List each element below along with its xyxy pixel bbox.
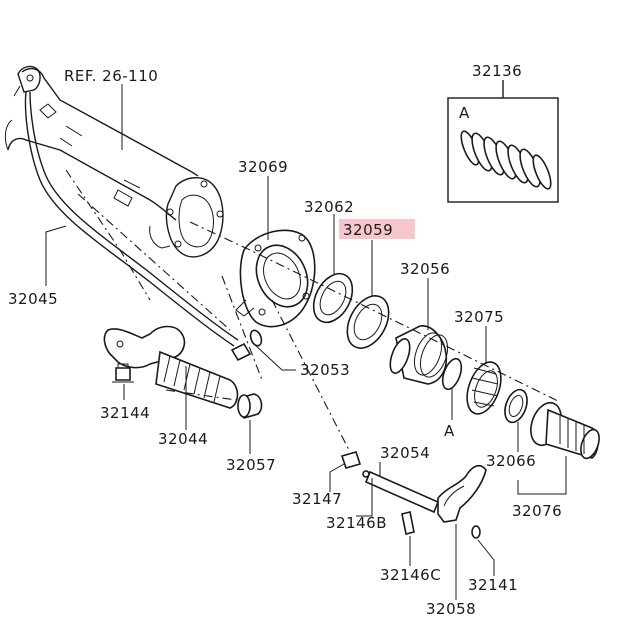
- part-32058-drawing: [437, 464, 487, 523]
- highlight-32059: [339, 219, 415, 239]
- ref-label: REF. 26-110: [64, 67, 158, 85]
- assembly-center-lines: [65, 169, 561, 453]
- part-32059-drawing: [346, 295, 390, 349]
- part-32054-drawing: [362, 470, 440, 514]
- part-32141-drawing: [471, 525, 481, 539]
- part-label-32057[interactable]: 32057: [226, 456, 276, 474]
- part-32066-drawing: [504, 388, 528, 424]
- group-letter-bottom: A: [444, 422, 455, 440]
- part-label-32076[interactable]: 32076: [512, 502, 562, 520]
- part-32069-drawing: [235, 229, 316, 328]
- vacuum-hose: [24, 91, 235, 347]
- part-label-32146b[interactable]: 32146B: [326, 514, 387, 532]
- part-32076-drawing: [530, 401, 600, 460]
- axle-housing-drawing: [4, 65, 224, 258]
- part-label-32066[interactable]: 32066: [486, 452, 536, 470]
- part-32044-drawing: [103, 325, 252, 409]
- part-label-32069[interactable]: 32069: [238, 158, 288, 176]
- part-32144-drawing: [112, 363, 134, 383]
- part-label-32058[interactable]: 32058: [426, 600, 476, 618]
- part-label-32141[interactable]: 32141: [468, 576, 518, 594]
- part-32136-box: [447, 80, 559, 203]
- part-label-32147[interactable]: 32147: [292, 490, 342, 508]
- part-32057-drawing: [237, 393, 263, 420]
- part-32053-drawing: [249, 329, 263, 347]
- part-label-32075[interactable]: 32075: [454, 308, 504, 326]
- part-32146b-drawing: [401, 511, 415, 535]
- part-label-32146c[interactable]: 32146C: [380, 566, 441, 584]
- part-32147-drawing: [340, 451, 362, 469]
- part-label-32044[interactable]: 32044: [158, 430, 208, 448]
- snap-ring-a-drawing: [441, 357, 463, 391]
- part-label-32053[interactable]: 32053: [300, 361, 350, 379]
- part-label-32062[interactable]: 32062: [304, 198, 354, 216]
- part-label-32059[interactable]: 32059: [343, 221, 393, 239]
- part-label-32056[interactable]: 32056: [400, 260, 450, 278]
- part-label-32054[interactable]: 32054: [380, 444, 430, 462]
- part-label-32136[interactable]: 32136: [472, 62, 522, 80]
- part-label-32144[interactable]: 32144: [100, 404, 150, 422]
- group-letter-top: A: [459, 104, 470, 122]
- leader-lines: [45, 84, 567, 600]
- part-32075-drawing: [466, 361, 502, 415]
- part-label-32045[interactable]: 32045: [8, 290, 58, 308]
